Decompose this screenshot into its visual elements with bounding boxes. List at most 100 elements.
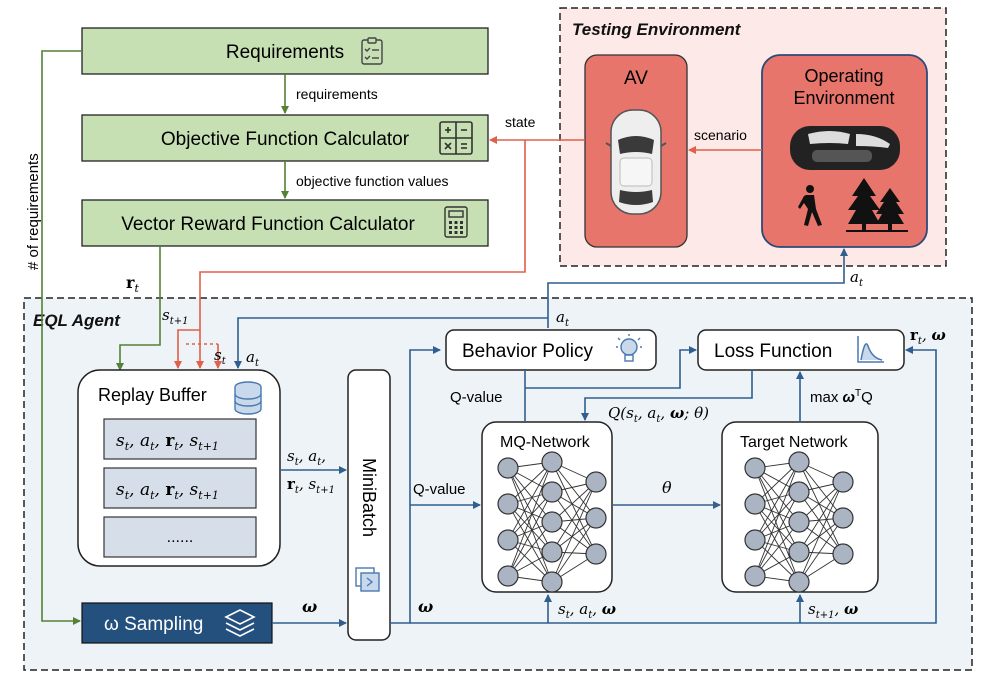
net-node bbox=[497, 457, 519, 479]
net-node bbox=[497, 565, 519, 587]
net-connection bbox=[551, 491, 597, 555]
edge-mq-to-loss bbox=[525, 346, 697, 389]
layers-icon bbox=[224, 609, 256, 637]
net-connection bbox=[798, 461, 844, 555]
operating-environment-label-1: Operating bbox=[804, 66, 883, 86]
net-node bbox=[585, 507, 607, 529]
edge-action-to-environment bbox=[547, 248, 848, 328]
net-node bbox=[744, 565, 766, 587]
car-top-view-icon bbox=[605, 109, 667, 215]
net-connection bbox=[754, 467, 800, 553]
net-connection bbox=[754, 491, 800, 541]
label-action-env: at bbox=[850, 268, 864, 289]
net-node bbox=[497, 529, 519, 551]
net-node bbox=[585, 543, 607, 565]
av-label: AV bbox=[624, 68, 648, 89]
net-connection bbox=[507, 467, 553, 553]
net-node bbox=[744, 493, 766, 515]
edge-state-to-buffer bbox=[196, 140, 526, 369]
net-node bbox=[832, 543, 854, 565]
net-connection bbox=[507, 461, 553, 541]
lightbulb-icon bbox=[616, 334, 642, 362]
minibatch-icon bbox=[355, 567, 380, 592]
net-node bbox=[788, 511, 810, 533]
buffer-row bbox=[103, 418, 257, 460]
net-connection bbox=[798, 517, 844, 583]
loss-function-box bbox=[697, 329, 905, 371]
net-connection bbox=[754, 491, 800, 577]
net-connection bbox=[551, 461, 597, 519]
edge-loss-to-mq bbox=[581, 370, 753, 421]
label-loss-inputs: rt, ω bbox=[910, 326, 946, 347]
vector-reward-calculator-box bbox=[81, 199, 489, 247]
mq-neural-net bbox=[497, 451, 607, 593]
edge-label-requirements: requirements bbox=[296, 86, 378, 102]
edge-next-state-to-buffer bbox=[174, 329, 200, 369]
target-network-label: Target Network bbox=[740, 434, 849, 451]
net-node bbox=[744, 457, 766, 479]
net-node bbox=[541, 451, 563, 473]
calculator-icon bbox=[444, 206, 468, 238]
minibatch-label: MiniBatch bbox=[359, 458, 379, 537]
edge-minibatch-bus bbox=[390, 346, 441, 624]
net-connection bbox=[507, 467, 553, 583]
omega-sampling-label: ω Sampling bbox=[104, 614, 203, 635]
net-connection bbox=[798, 481, 844, 553]
net-connection bbox=[507, 491, 553, 577]
replay-buffer-label: Replay Buffer bbox=[98, 385, 207, 405]
num-requirements-label: # of requirements bbox=[25, 153, 42, 270]
net-node bbox=[541, 571, 563, 593]
net-connection bbox=[551, 481, 597, 583]
net-connection bbox=[507, 467, 553, 523]
net-connection bbox=[507, 491, 553, 541]
net-connection bbox=[754, 461, 800, 541]
net-connection bbox=[798, 481, 844, 583]
net-node bbox=[541, 511, 563, 533]
label-minibatch-input-2: rt, st+1 bbox=[287, 475, 335, 496]
edge-reward-to-buffer bbox=[116, 246, 161, 371]
target-neural-net bbox=[744, 451, 854, 593]
net-node bbox=[832, 507, 854, 529]
label-max: max ωTQ bbox=[810, 388, 873, 406]
buffer-row-text: st, at, rt, st+1 bbox=[116, 480, 219, 502]
objective-calculator-label: Objective Function Calculator bbox=[161, 129, 410, 150]
label-q-formula: Q(st, at, ω; θ) bbox=[608, 404, 709, 425]
testing-environment-title: Testing Environment bbox=[572, 20, 742, 39]
net-node bbox=[585, 471, 607, 493]
label-q-value-top: Q-value bbox=[450, 389, 503, 406]
operating-environment-label-2: Environment bbox=[793, 88, 894, 108]
buffer-row bbox=[103, 467, 257, 509]
net-connection bbox=[507, 503, 553, 583]
trees-icon bbox=[846, 178, 908, 232]
net-node bbox=[744, 529, 766, 551]
net-connection bbox=[507, 461, 553, 577]
edge-label-scenario: scenario bbox=[694, 127, 747, 143]
edge-bottom-bus bbox=[410, 346, 937, 624]
net-node bbox=[497, 493, 519, 515]
loss-function-label: Loss Function bbox=[714, 341, 832, 362]
net-connection bbox=[754, 503, 800, 583]
net-connection bbox=[754, 467, 800, 523]
label-theta: θ bbox=[662, 478, 672, 497]
label-omega-2: ω bbox=[418, 597, 433, 616]
edge-num-requirements bbox=[41, 50, 82, 625]
label-mq-inputs: st, at, ω bbox=[558, 600, 616, 621]
behavior-policy-label: Behavior Policy bbox=[462, 341, 593, 362]
net-connection bbox=[507, 503, 553, 553]
net-node bbox=[541, 481, 563, 503]
loss-curve-icon bbox=[857, 336, 884, 363]
car-side-icon bbox=[790, 126, 900, 170]
reward-rt-label: rt bbox=[126, 273, 139, 295]
net-connection bbox=[551, 461, 597, 555]
net-connection bbox=[551, 481, 597, 553]
net-connection bbox=[507, 521, 553, 577]
net-node bbox=[832, 471, 854, 493]
net-node bbox=[541, 541, 563, 563]
mq-network-label: MQ-Network bbox=[500, 434, 591, 451]
behavior-policy-box bbox=[445, 329, 657, 371]
clipboard-icon bbox=[361, 37, 383, 65]
calculator-ops-icon bbox=[439, 121, 473, 155]
net-node bbox=[788, 481, 810, 503]
requirements-label: Requirements bbox=[226, 42, 344, 63]
